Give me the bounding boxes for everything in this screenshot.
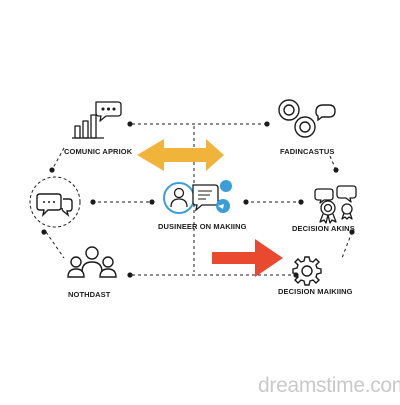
connector-dot [90,199,96,205]
connector-left-lower [45,231,65,259]
connector-dot [243,199,249,205]
bar-chart-with-speech-bubble-icon [72,101,122,139]
award-badges-with-speech-bubbles-icon [314,185,357,224]
connector-dot [41,229,47,235]
connector-dot [349,229,355,235]
speech-bubbles-in-dashed-circle-icon [29,176,81,228]
group-of-people-icon [67,246,117,278]
gear-icon [292,256,322,286]
double-arrow-icon [137,139,224,171]
label-bottom-right: DECISION MAIKIING [278,287,353,296]
connector-dot [333,167,339,173]
label-center: DUSINEER ON MAKIING [158,222,247,231]
connector-dot [127,272,133,278]
watermark: dreamstime.com [258,374,400,397]
connector-dot [49,167,55,173]
connector-left-upper [51,147,65,171]
label-bottom-left: NOTHDAST [68,290,111,299]
label-top-right: FADINCASTUS [280,147,335,156]
red-arrow-icon [212,239,283,277]
connector-dot [127,121,133,127]
connector-dot [264,121,270,127]
label-top-left: COMUNIC APRIOK [64,147,133,156]
connector-right-lower [341,231,353,259]
person-card-with-chat-icon [163,180,232,214]
connector-dot [298,199,304,205]
linked-gears-icon [278,99,336,138]
label-middle-right: DECISION AKINS [292,224,355,233]
connector-dot [149,199,155,205]
